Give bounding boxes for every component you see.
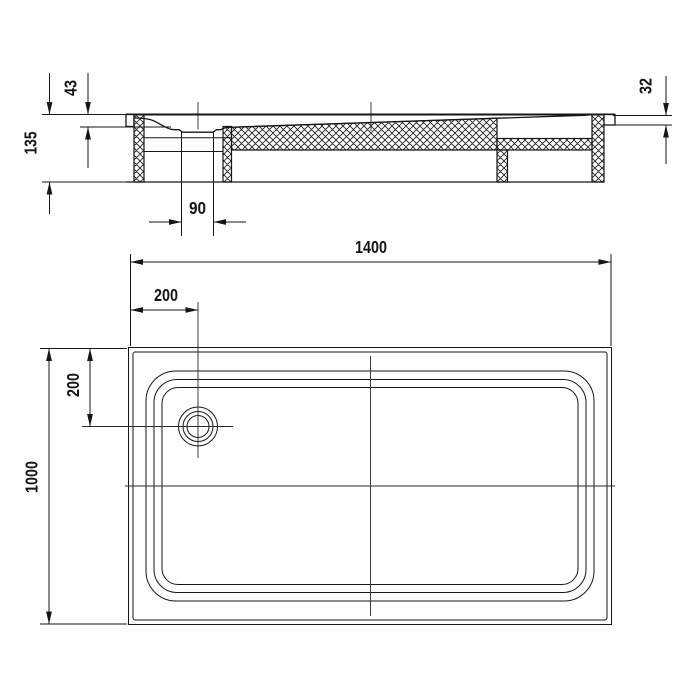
dimension-32: 32 [613,76,672,164]
dim-32-label: 32 [636,78,656,94]
section-under-rim-strip-hatched [496,137,593,151]
dim-200v-label: 200 [63,373,83,397]
dim-43-label: 43 [61,80,81,96]
dim-1000-label: 1000 [22,461,42,493]
dimension-200-horizontal: 200 [130,285,198,313]
section-right-leg-hatched [591,113,605,183]
section-right-lip [603,113,616,126]
dimension-200-vertical: 200 [63,348,93,427]
section-left-lip [125,113,135,128]
plan-drain [82,302,233,458]
dimension-90: 90 [149,198,246,225]
dim-135-label: 135 [21,131,41,154]
section-middle-leg-hatched [496,149,509,183]
dim-200h-label: 200 [154,285,178,305]
section-basin-surface-profile [133,117,227,133]
section-drain-side-leg-hatched [222,125,233,183]
section-wedge-hatched [230,117,498,151]
dim-1400-label: 1400 [355,237,387,257]
dimension-43: 43 [61,73,171,168]
dimension-135: 135 [21,73,53,214]
dimension-1000: 1000 [22,348,52,624]
section-view: 135 43 32 90 [21,73,672,236]
plan-view: 1400 200 200 1000 [22,237,615,625]
dim-90-label: 90 [189,198,206,218]
section-left-leg-hatched [133,113,145,183]
dimension-1400: 1400 [130,237,611,265]
